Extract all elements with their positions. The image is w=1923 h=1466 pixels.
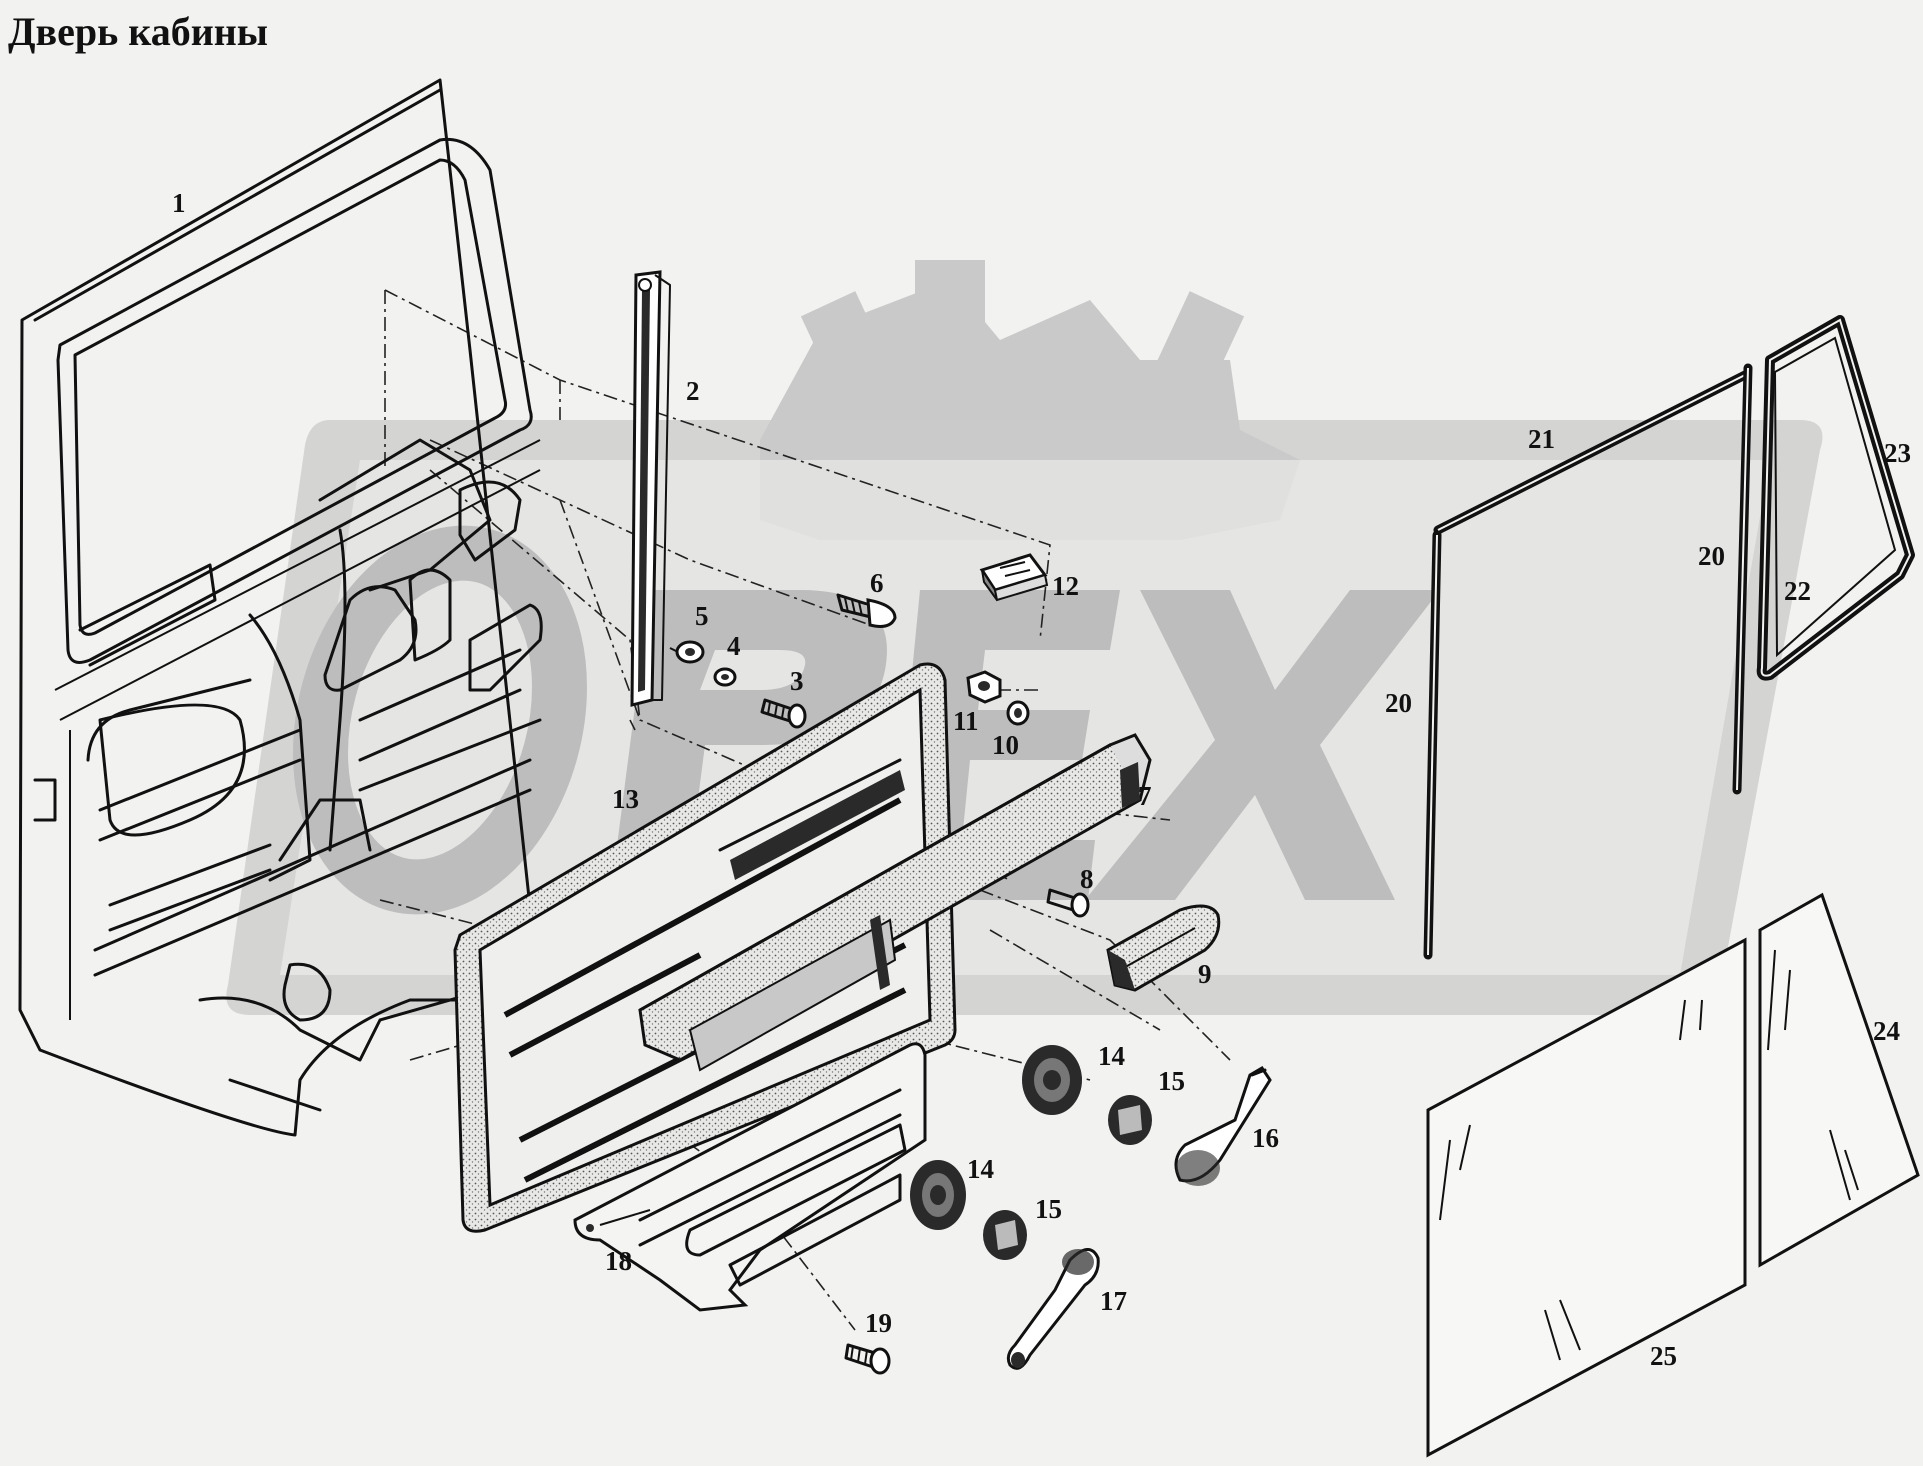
callout-14-upper: 14 bbox=[1098, 1041, 1125, 1071]
stop-block-part-12 bbox=[979, 553, 1049, 602]
crank-handle-part-16 bbox=[1174, 1065, 1272, 1186]
callout-6: 6 bbox=[870, 568, 884, 598]
callout-20-left: 20 bbox=[1385, 688, 1412, 718]
callout-15-lower: 15 bbox=[1035, 1194, 1062, 1224]
callout-10: 10 bbox=[992, 730, 1019, 760]
watermark-gear-tooth bbox=[915, 260, 985, 340]
fasteners-parts-3-6 bbox=[669, 593, 897, 729]
callout-11: 11 bbox=[953, 706, 979, 736]
pull-handle-part-9 bbox=[1106, 904, 1221, 992]
armrest-part-7 bbox=[638, 733, 1152, 1072]
washer-part-4 bbox=[713, 667, 737, 687]
nut-part-11 bbox=[966, 670, 1002, 704]
callout-7: 7 bbox=[1138, 781, 1152, 811]
screw-part-8 bbox=[1046, 888, 1090, 918]
door-frame-part-1 bbox=[18, 78, 543, 1137]
callout-2: 2 bbox=[686, 376, 700, 406]
callout-3: 3 bbox=[790, 666, 804, 696]
bolt-part-6 bbox=[836, 593, 897, 628]
callout-19: 19 bbox=[865, 1308, 892, 1338]
callout-4: 4 bbox=[727, 631, 741, 661]
lower-trim-part-18 bbox=[573, 1042, 927, 1312]
callout-1: 1 bbox=[172, 188, 186, 218]
vent-window-frame-parts-22-23 bbox=[1756, 315, 1915, 681]
callout-15-upper: 15 bbox=[1158, 1066, 1185, 1096]
crank-escutcheon-part-15-upper bbox=[1108, 1095, 1152, 1145]
watermark-gear-tooth bbox=[1155, 291, 1245, 389]
callout-16: 16 bbox=[1252, 1123, 1279, 1153]
callout-25: 25 bbox=[1650, 1341, 1677, 1371]
page-title: Дверь кабины bbox=[8, 9, 269, 54]
crank-escutcheon-part-15-lower bbox=[983, 1210, 1027, 1260]
watermark-gear-tooth bbox=[800, 291, 890, 389]
callout-22: 22 bbox=[1784, 576, 1811, 606]
callout-13: 13 bbox=[612, 784, 639, 814]
callout-8: 8 bbox=[1080, 864, 1094, 894]
callout-24: 24 bbox=[1873, 1016, 1900, 1046]
callout-23: 23 bbox=[1884, 438, 1911, 468]
crank-gasket-part-14-lower bbox=[910, 1160, 966, 1230]
seal-part-20-vertical-left bbox=[1423, 530, 1442, 960]
screw-part-3 bbox=[760, 698, 807, 729]
washer-part-5 bbox=[669, 640, 705, 664]
glass-channel-part-2 bbox=[630, 270, 671, 707]
watermark-logo bbox=[226, 260, 1823, 1015]
seal-part-21 bbox=[1433, 370, 1750, 535]
callout-21: 21 bbox=[1528, 424, 1555, 454]
callout-17: 17 bbox=[1100, 1286, 1127, 1316]
crank-handle-part-17 bbox=[1006, 1248, 1100, 1370]
callout-18: 18 bbox=[605, 1246, 632, 1276]
callout-14-lower: 14 bbox=[967, 1154, 994, 1184]
screw-part-19 bbox=[844, 1343, 891, 1375]
seal-part-20-vertical-right bbox=[1732, 363, 1753, 795]
callout-5: 5 bbox=[695, 601, 709, 631]
callout-labels: 1 2 3 4 5 6 7 8 9 10 11 12 13 14 14 15 1… bbox=[172, 188, 1911, 1371]
callout-9: 9 bbox=[1198, 959, 1212, 989]
callout-12: 12 bbox=[1052, 571, 1079, 601]
callout-20-right: 20 bbox=[1698, 541, 1725, 571]
door-glass-part-25 bbox=[1426, 937, 1747, 1458]
washer-part-10 bbox=[1006, 700, 1030, 726]
crank-gasket-part-14-upper bbox=[1022, 1045, 1082, 1115]
vent-glass-part-24 bbox=[1758, 892, 1920, 1268]
